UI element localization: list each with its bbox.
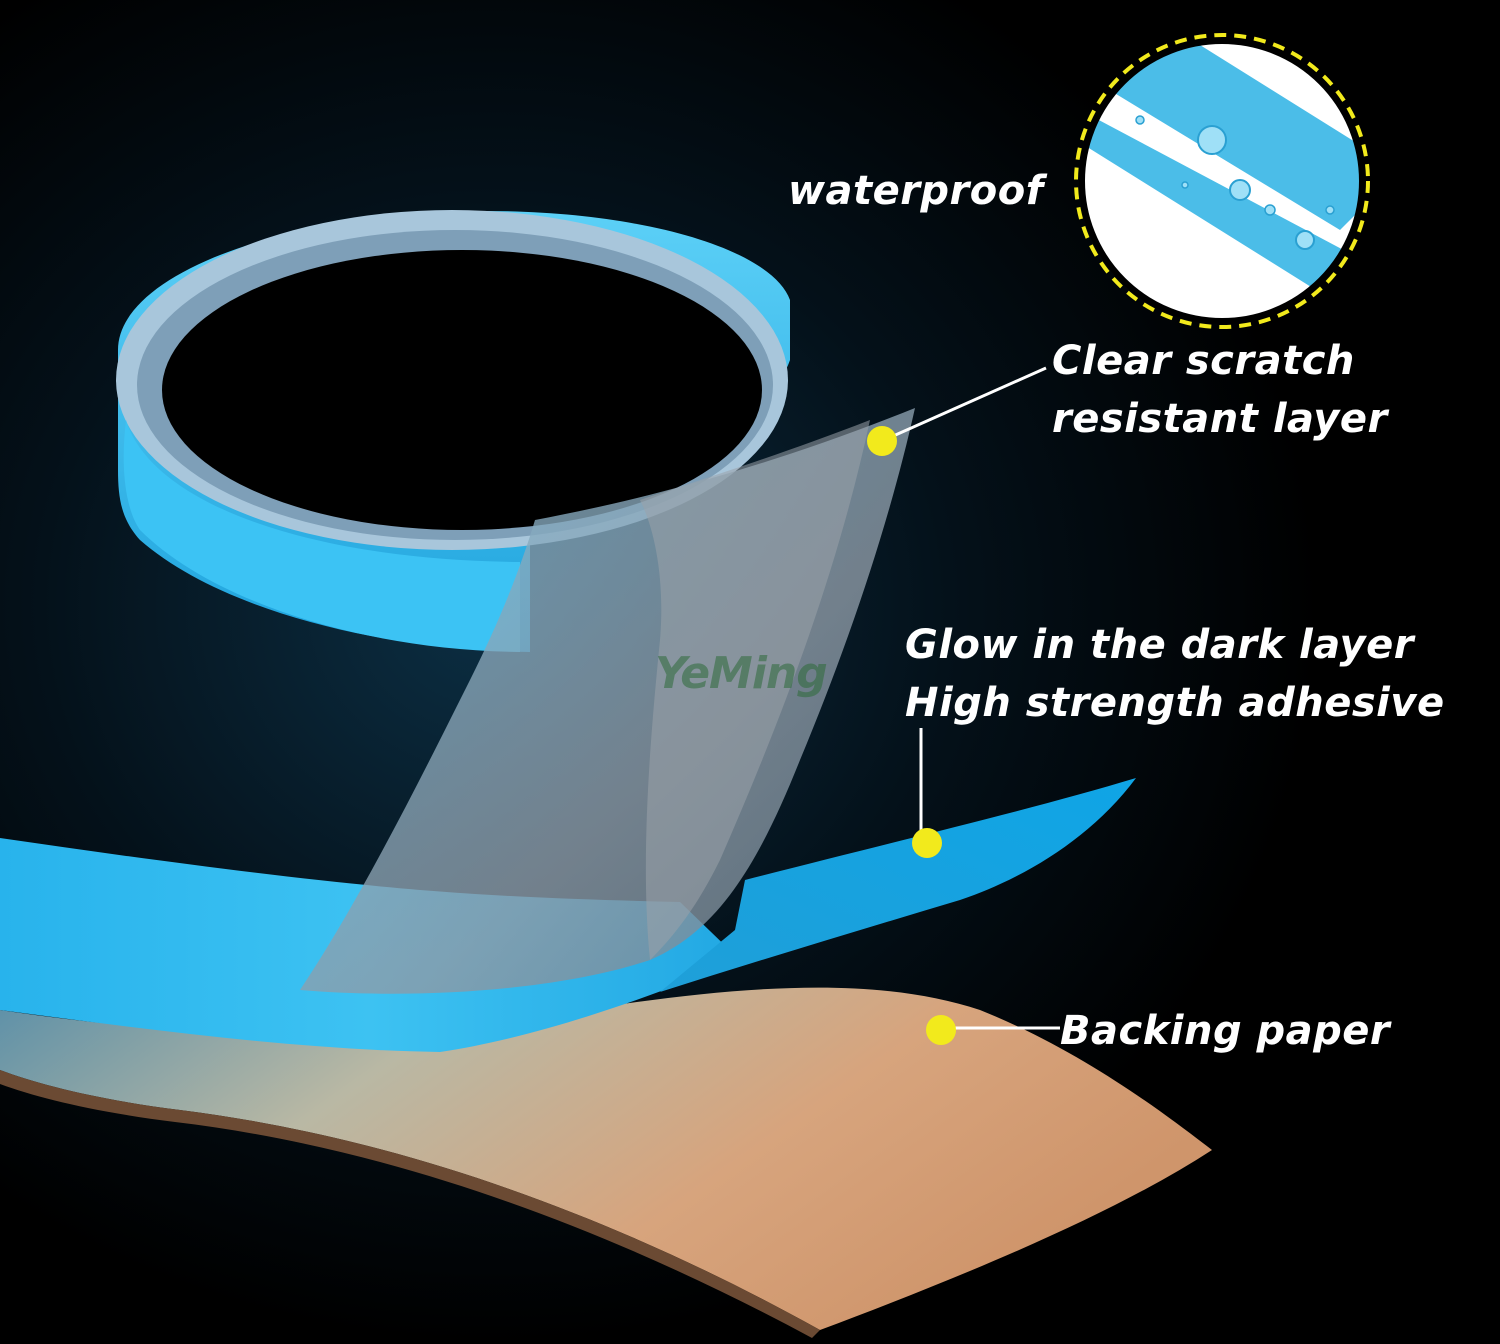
backing-paper-edge	[0, 1070, 820, 1338]
clear-layer-label-line2: resistant layer	[1052, 396, 1388, 442]
glow-layer-label-line1: Glow in the dark layer	[905, 622, 1414, 668]
clear-layer-label: Clear scratch resistant layer	[1052, 332, 1388, 448]
backing-paper	[0, 987, 1212, 1330]
yellow-dot-icon	[926, 1015, 956, 1045]
yellow-dot-icon	[912, 828, 942, 858]
tape-roll-front	[123, 420, 520, 652]
callout-line-clear	[881, 366, 1047, 443]
clear-film-fold	[640, 420, 870, 960]
glow-layer-label: Glow in the dark layer High strength adh…	[905, 616, 1445, 732]
glow-layer-strip	[660, 778, 1136, 992]
waterproof-label: waterproof	[788, 168, 1044, 214]
yellow-dot-icon	[867, 426, 897, 456]
tape-roll-hole	[162, 250, 762, 530]
glow-layer-label-line2: High strength adhesive	[905, 680, 1445, 726]
clear-layer-label-line1: Clear scratch	[1052, 338, 1355, 384]
waterproof-detail-circle	[1074, 33, 1370, 329]
brand-watermark: YeMing	[655, 648, 828, 699]
backing-paper-label: Backing paper	[1060, 1008, 1391, 1054]
